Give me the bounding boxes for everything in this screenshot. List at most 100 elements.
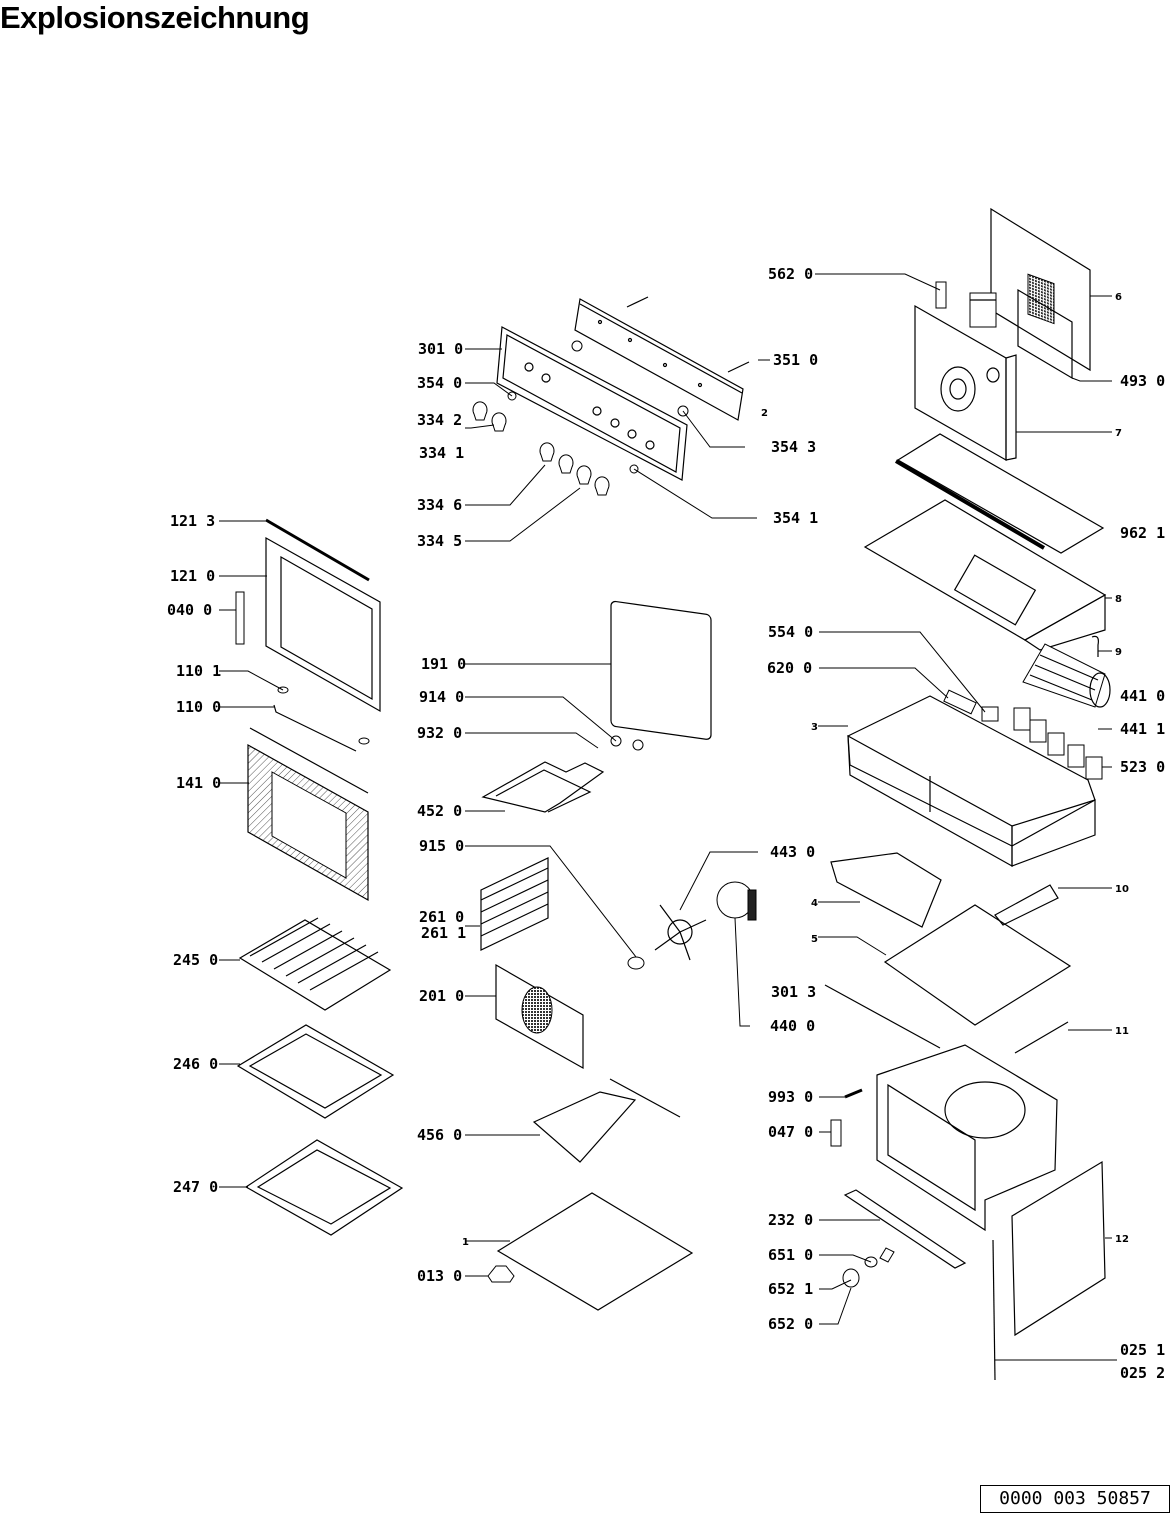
oven-cavity <box>876 1044 1058 1232</box>
callout-620-0: 620 0 <box>767 659 812 677</box>
callout-452-0: 452 0 <box>417 802 462 820</box>
callout-301-0: 301 0 <box>418 340 463 358</box>
insulation-seal <box>894 433 1105 554</box>
callout-110-1: 110 1 <box>176 662 221 680</box>
position-12: 12 <box>1115 1234 1129 1245</box>
cooling-fan <box>1022 643 1111 708</box>
rail-301-3 <box>824 984 941 1049</box>
callout-456-0: 456 0 <box>417 1126 462 1144</box>
wire-clip <box>1091 635 1099 657</box>
side-panel-left <box>830 852 942 928</box>
callout-441-1: 441 1 <box>1120 720 1165 738</box>
bracket-10 <box>994 884 1059 926</box>
hinge-receiver <box>830 1119 842 1147</box>
callout-932-0: 932 0 <box>417 724 462 742</box>
position-11: 11 <box>1115 1026 1129 1037</box>
callout-232-0: 232 0 <box>768 1211 813 1229</box>
callout-962-1: 962 1 <box>1120 524 1165 542</box>
door-hinge <box>235 591 245 645</box>
callout-245-0: 245 0 <box>173 951 218 969</box>
callout-334-1: 334 1 <box>419 444 464 462</box>
callout-914-0: 914 0 <box>419 688 464 706</box>
foot <box>487 1265 515 1283</box>
control-panel-bracket <box>574 298 744 421</box>
callout-047-0: 047 0 <box>768 1123 813 1141</box>
position-10: 10 <box>1115 884 1129 895</box>
callout-354-3: 354 3 <box>771 438 816 456</box>
document-number: 0000 003 50857 <box>980 1485 1170 1513</box>
callout-554-0: 554 0 <box>768 623 813 641</box>
callout-351-0: 351 0 <box>773 351 818 369</box>
callout-562-0: 562 0 <box>768 265 813 283</box>
screw <box>844 1088 863 1099</box>
bottom-cover-plate <box>496 1192 694 1311</box>
position-1: 1 <box>462 1237 469 1248</box>
callout-441-0: 441 0 <box>1120 687 1165 705</box>
callout-121-0: 121 0 <box>170 567 215 585</box>
callout-651-0: 651 0 <box>768 1246 813 1264</box>
cover-plate <box>883 904 1072 1026</box>
callout-915-0: 915 0 <box>419 837 464 855</box>
relay <box>981 706 999 722</box>
fan-cover <box>495 963 584 1070</box>
callout-301-3: 301 3 <box>771 983 816 1001</box>
position-5: 5 <box>811 934 818 945</box>
door-handle <box>273 686 370 752</box>
callout-025-1: 025 1 <box>1120 1341 1165 1359</box>
baking-tray <box>236 1024 395 1119</box>
terminal-block <box>943 689 977 715</box>
callout-025-2: 025 2 <box>1120 1364 1165 1382</box>
position-3: 3 <box>811 722 818 733</box>
rear-cover-panel <box>990 207 1091 380</box>
panel-pins <box>507 296 750 474</box>
door-outer-glass <box>247 727 369 902</box>
front-frame-strip <box>843 1189 967 1269</box>
callout-141-0: 141 0 <box>176 774 221 792</box>
convection-fan <box>627 881 757 970</box>
knobs <box>472 401 610 496</box>
position-6: 6 <box>1115 292 1122 303</box>
position-2: 2 <box>761 408 768 419</box>
callout-652-0: 652 0 <box>768 1315 813 1333</box>
callout-191-0: 191 0 <box>421 655 466 673</box>
control-panel-front <box>496 326 688 481</box>
lamp-socket <box>879 1247 895 1263</box>
position-9: 9 <box>1115 647 1122 658</box>
callout-201-0: 201 0 <box>419 987 464 1005</box>
deep-tray <box>244 1139 404 1236</box>
lamp-holder <box>935 281 947 309</box>
top-cover <box>863 499 1107 651</box>
callout-440-0: 440 0 <box>770 1017 815 1035</box>
lamp-cover <box>842 1268 860 1288</box>
side-rail <box>992 1239 996 1381</box>
callout-354-1: 354 1 <box>773 509 818 527</box>
bottom-heating-element <box>532 1078 681 1163</box>
position-7: 7 <box>1115 428 1122 439</box>
callout-040-0: 040 0 <box>167 601 212 619</box>
control-box-frame <box>847 695 1096 868</box>
leader-lines <box>219 273 1117 1361</box>
callout-247-0: 247 0 <box>173 1178 218 1196</box>
callout-652-1: 652 1 <box>768 1280 813 1298</box>
rail-11 <box>1014 1021 1069 1054</box>
callout-443-0: 443 0 <box>770 843 815 861</box>
wire-shelf <box>238 917 392 1011</box>
callout-110-0: 110 0 <box>176 698 221 716</box>
callout-334-6: 334 6 <box>417 496 462 514</box>
transformer <box>969 292 997 328</box>
callout-993-0: 993 0 <box>768 1088 813 1106</box>
back-plate <box>914 304 1017 462</box>
position-8: 8 <box>1115 594 1122 605</box>
callout-261-0: 261 0 <box>419 908 464 926</box>
callout-013-0: 013 0 <box>417 1267 462 1285</box>
callout-121-3: 121 3 <box>170 512 215 530</box>
door-inner-frame <box>265 518 381 713</box>
switch-block <box>1013 707 1103 780</box>
callout-246-0: 246 0 <box>173 1055 218 1073</box>
callout-334-5: 334 5 <box>417 532 462 550</box>
callout-493-0: 493 0 <box>1120 372 1165 390</box>
side-shelf-rails <box>480 857 549 951</box>
callout-354-0: 354 0 <box>417 374 462 392</box>
page-title: Explosionszeichnung <box>0 0 310 35</box>
